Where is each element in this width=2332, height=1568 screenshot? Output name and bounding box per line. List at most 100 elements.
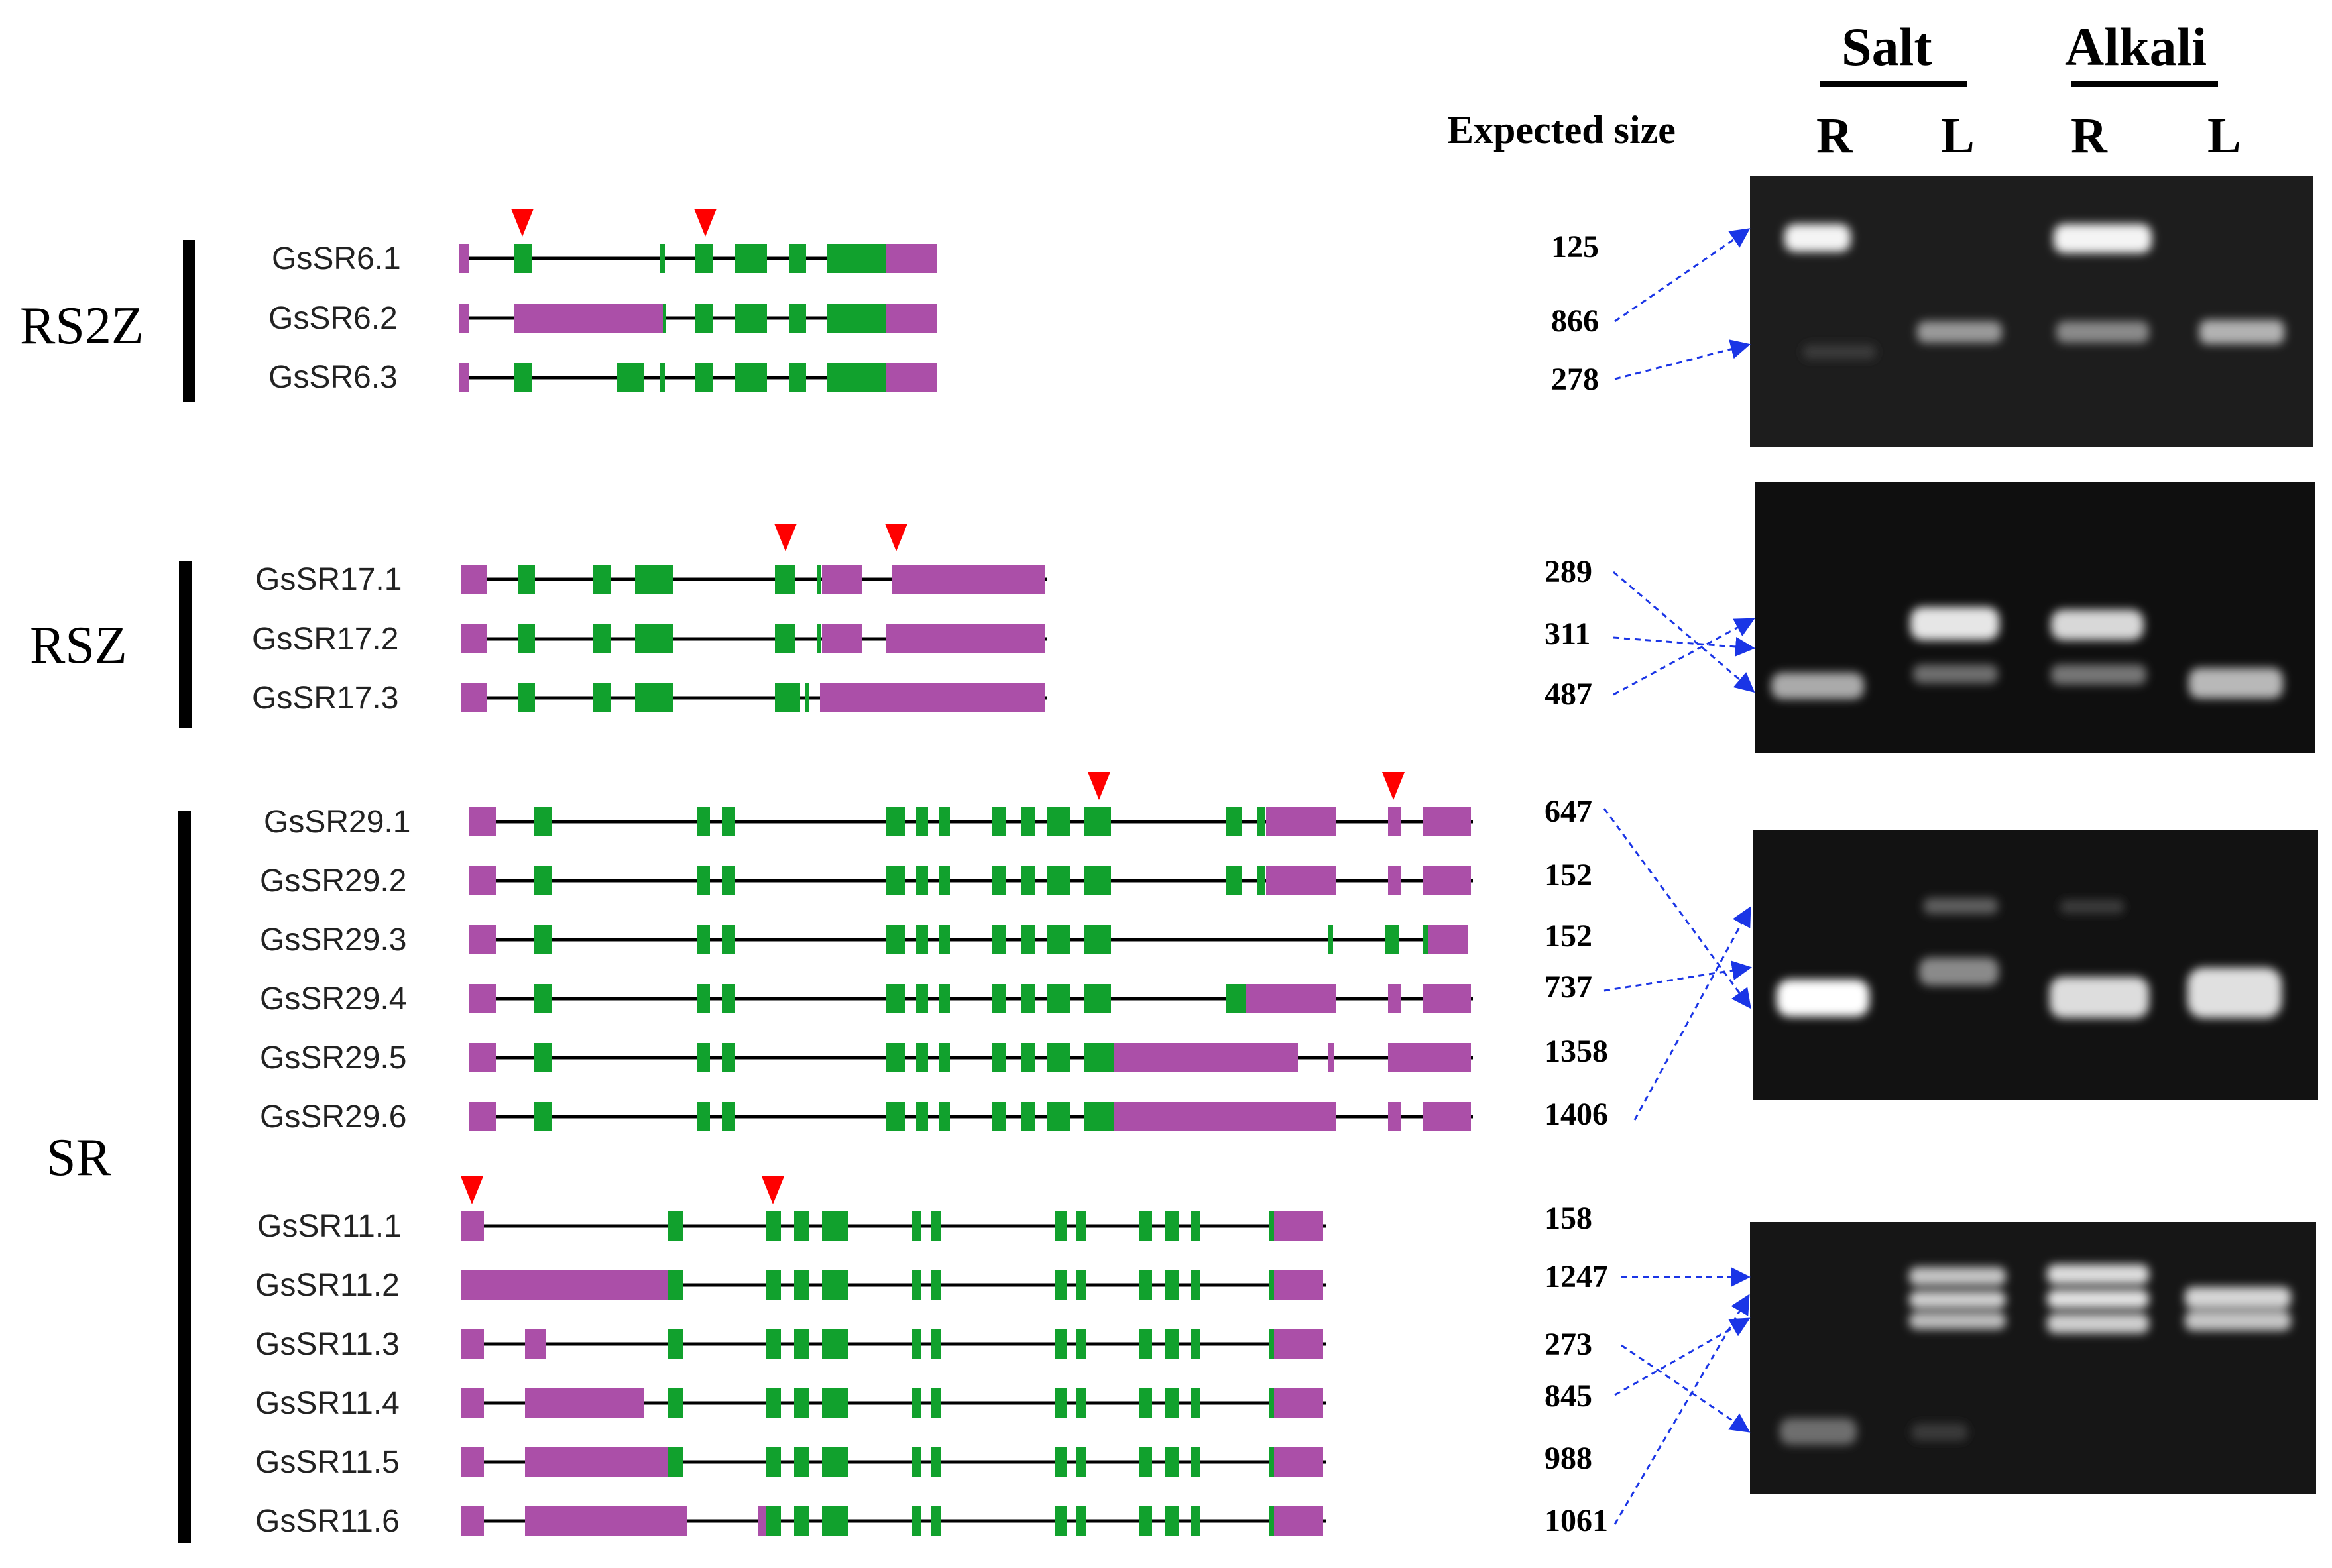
exon-coding	[1047, 807, 1070, 836]
expected-size-value: 845	[1545, 1378, 1592, 1414]
exon-coding	[912, 1388, 921, 1418]
exon-coding	[660, 244, 665, 273]
transcript-label: GsSR6.2	[268, 301, 398, 336]
exon-utr	[1274, 1506, 1323, 1536]
exon-coding	[822, 1270, 848, 1300]
exon-coding	[827, 363, 886, 392]
exon-coding	[827, 244, 886, 273]
exon-coding	[794, 1388, 809, 1418]
gel-background	[1750, 1222, 2316, 1494]
transcript-label: GsSR17.3	[252, 681, 398, 716]
exon-coding	[1269, 1506, 1274, 1536]
expected-size-value: 278	[1551, 362, 1599, 397]
connector-arrow	[1603, 960, 1752, 992]
exon-coding	[635, 565, 673, 594]
expected-size-value: 1406	[1545, 1097, 1608, 1132]
exon-coding	[886, 1043, 905, 1072]
exon-utr	[886, 244, 937, 273]
gel-band	[1909, 1291, 2006, 1308]
transcript-label: GsSR11.3	[255, 1327, 400, 1362]
exon-coding	[939, 984, 950, 1013]
group-label-rsz: RSZ	[30, 616, 127, 675]
gel-band	[1909, 1312, 2006, 1329]
expected-size-header: Expected size	[1447, 108, 1676, 152]
connector-arrow	[1613, 1294, 1750, 1525]
exon-utr	[469, 925, 496, 954]
transcript-label: GsSR11.2	[255, 1268, 400, 1303]
exon-coding	[794, 1211, 809, 1241]
exon-coding	[1269, 1211, 1274, 1241]
exon-coding	[794, 1506, 809, 1536]
exon-coding	[1047, 984, 1070, 1013]
exon-coding	[1055, 1506, 1067, 1536]
exon-coding	[1269, 1388, 1274, 1418]
exon-coding	[697, 807, 710, 836]
exon-coding	[1139, 1447, 1152, 1477]
gel-band	[2054, 224, 2152, 253]
exon-coding	[912, 1211, 921, 1241]
exon-coding	[697, 866, 710, 895]
transcript-label: GsSR29.3	[260, 923, 406, 958]
exon-coding	[766, 1270, 781, 1300]
exon-coding	[992, 1043, 1006, 1072]
exon-utr	[822, 565, 862, 594]
exon-coding	[514, 363, 532, 392]
gel-band	[1771, 673, 1864, 699]
expected-size-value: 1358	[1545, 1034, 1608, 1069]
expected-size-value: 152	[1545, 858, 1592, 893]
exon-utr	[469, 1043, 496, 1072]
exon-utr	[1114, 1102, 1336, 1131]
exon-coding	[939, 1043, 950, 1072]
gel-background	[1755, 482, 2315, 753]
expected-size-value: 487	[1545, 677, 1592, 712]
exon-coding	[518, 624, 535, 653]
exon-utr	[886, 363, 937, 392]
exon-coding	[593, 624, 611, 653]
exon-coding	[668, 1270, 683, 1300]
exon-coding	[518, 565, 535, 594]
exon-utr	[1274, 1270, 1323, 1300]
exon-coding	[735, 304, 767, 333]
connector-arrow	[1603, 808, 1751, 1009]
gel-band	[1917, 321, 2002, 343]
exon-utr	[1388, 866, 1401, 895]
exon-coding	[1084, 1043, 1114, 1072]
exon-coding	[817, 624, 821, 653]
exon-coding	[1084, 866, 1111, 895]
exon-coding	[1139, 1506, 1152, 1536]
expected-size-value: 1061	[1545, 1503, 1608, 1538]
exon-utr	[461, 683, 487, 712]
exon-coding	[534, 1102, 552, 1131]
exon-coding	[775, 683, 800, 712]
size-to-band-arrows	[1603, 228, 1755, 1525]
expected-size-value: 289	[1545, 554, 1592, 589]
exon-utr	[525, 1329, 546, 1359]
transcript-label: GsSR29.2	[260, 864, 406, 899]
gel-band	[2199, 320, 2284, 344]
exon-coding	[1076, 1388, 1086, 1418]
exon-coding	[722, 925, 735, 954]
exon-coding	[1084, 807, 1111, 836]
exon-coding	[939, 925, 950, 954]
exon-coding	[722, 807, 735, 836]
exon-coding	[1139, 1270, 1152, 1300]
exon-utr	[1246, 984, 1336, 1013]
exon-coding	[1257, 866, 1265, 895]
exon-utr	[1274, 1447, 1323, 1477]
exon-coding	[514, 244, 532, 273]
exon-coding	[886, 866, 905, 895]
exon-utr	[820, 683, 1045, 712]
exon-utr	[1428, 925, 1468, 954]
group-label-sr: SR	[46, 1129, 111, 1187]
connector-arrow	[1621, 1344, 1751, 1433]
exon-coding	[912, 1447, 921, 1477]
exon-coding	[916, 925, 928, 954]
gel-band	[2047, 1314, 2149, 1333]
exon-utr	[1388, 807, 1401, 836]
exon-coding	[916, 1043, 928, 1072]
exon-coding	[912, 1329, 921, 1359]
gel-band	[1924, 898, 1998, 914]
exon-coding	[886, 1102, 905, 1131]
gel-panel	[1750, 1222, 2316, 1494]
